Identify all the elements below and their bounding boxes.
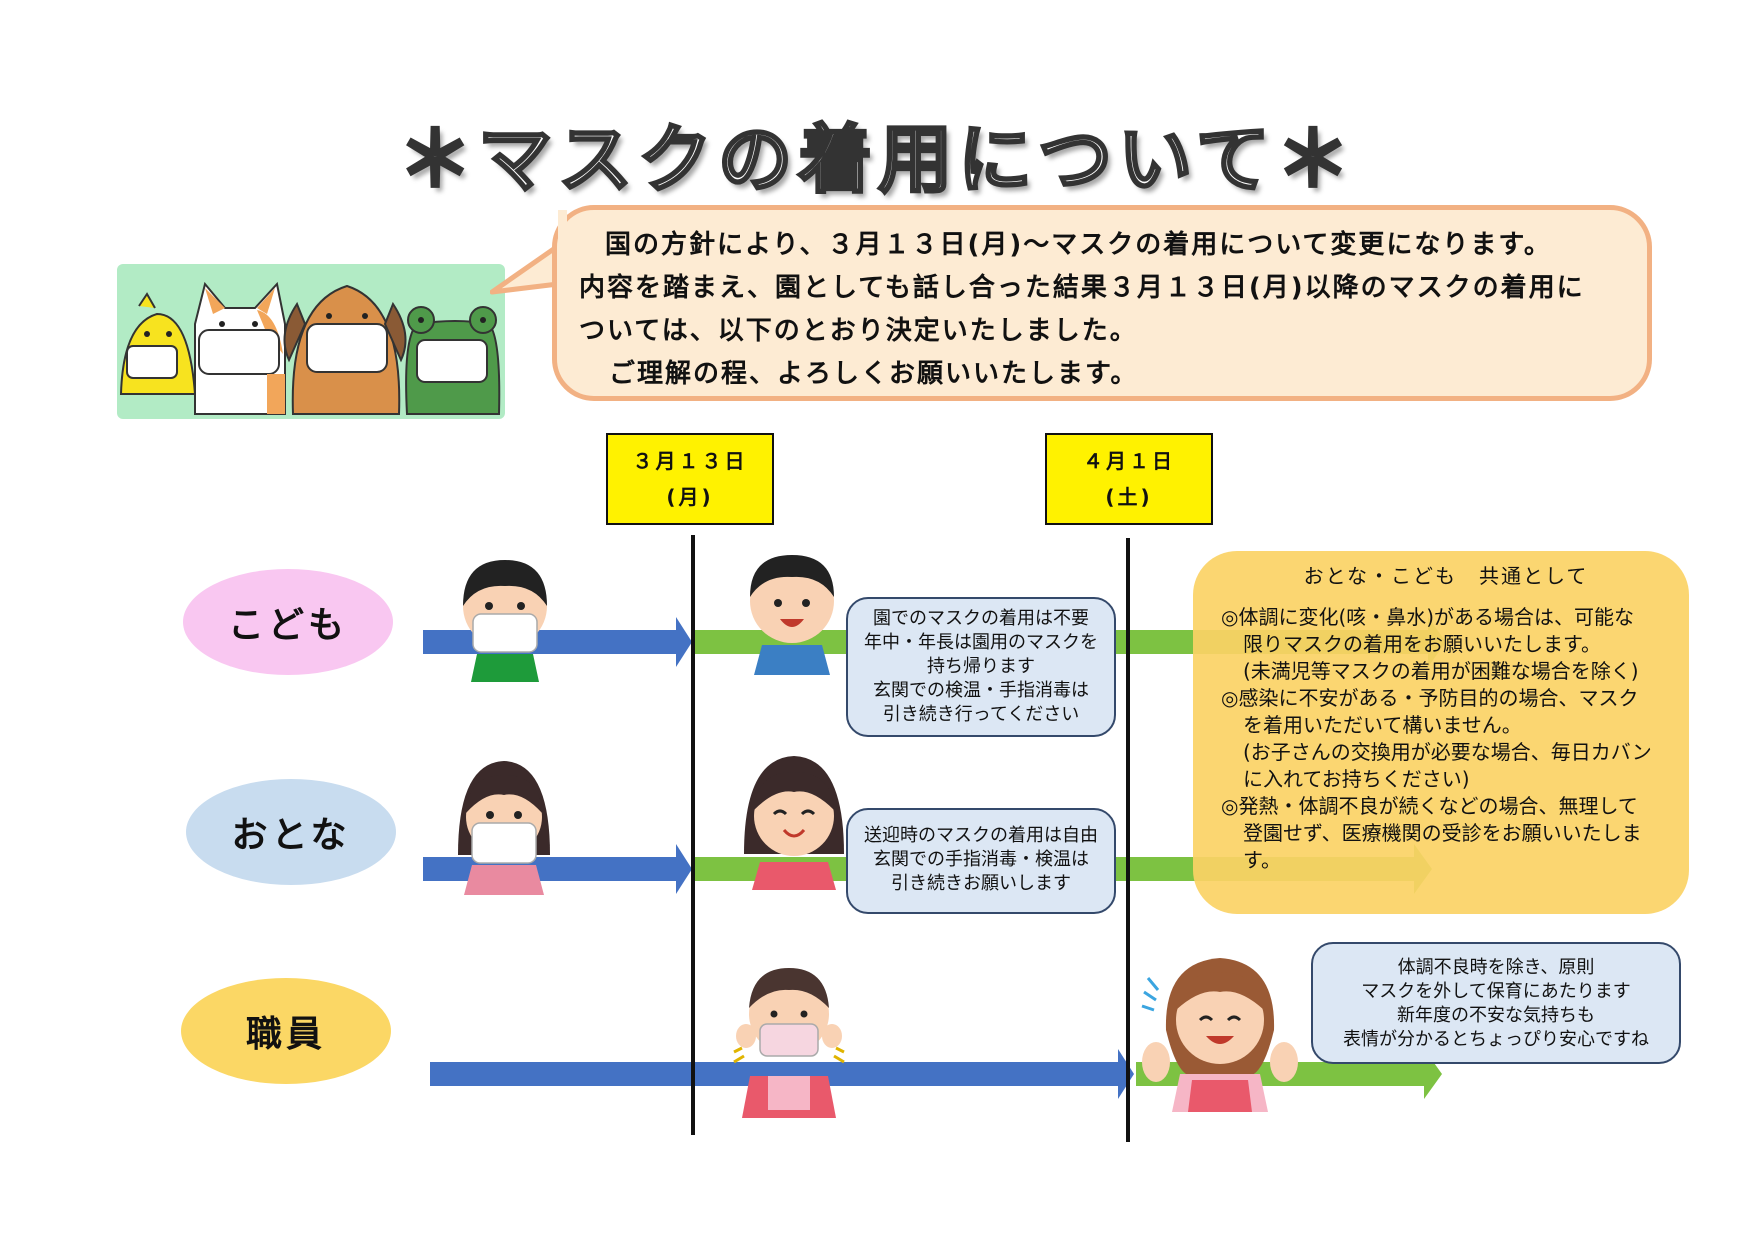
intro-line: 国の方針により、３月１３日(月)～マスクの着用について変更になります。: [605, 230, 1552, 260]
common-line: ◎体調に変化(咳・鼻水)がある場合は、可能な: [1221, 605, 1635, 629]
common-line: (未満児等マスクの着用が困難な場合を除く): [1243, 659, 1639, 683]
bubble-tail-joint: [558, 210, 567, 270]
intro-line: ご理解の程、よろしくお願いいたします。: [609, 359, 1139, 389]
note-line: 送迎時のマスクの着用は自由: [864, 825, 1098, 846]
page-title: ＊マスクの着用について＊: [397, 116, 1356, 205]
date-box-apr1: ４月１日 (土): [1045, 433, 1213, 525]
cat-icon: [194, 281, 286, 415]
common-guidelines-box: おとな・こども 共通として ◎体調に変化(咳・鼻水)がある場合は、可能な 限りマ…: [1193, 551, 1689, 914]
note-line: 園でのマスクの着用は不要: [873, 608, 1089, 629]
dog-icon: [283, 284, 407, 415]
day-text: (月): [666, 485, 714, 509]
note-line: 引き続きお願いします: [891, 873, 1071, 894]
note-line: マスクを外して保育にあたります: [1361, 981, 1631, 1002]
note-line: 新年度の不安な気持ちも: [1397, 1005, 1595, 1026]
common-line: ◎感染に不安がある・予防目的の場合、マスク: [1221, 686, 1639, 710]
staff-removing-mask-icon: [733, 968, 845, 1118]
kodomo-before-arrow: [423, 617, 692, 667]
row-label-kodomo: こども: [183, 569, 393, 675]
date-text: ３月１３日: [632, 449, 748, 473]
timeline-line-mar13: [691, 535, 695, 1135]
adult-smiling-icon: [744, 756, 844, 890]
adult-masked-icon: [458, 761, 550, 895]
common-line: を着用いただいて構いません。: [1243, 713, 1522, 737]
intro-line: ついては、以下のとおり決定いたしました。: [579, 316, 1138, 346]
common-line: ◎発熱・体調不良が続くなどの場合、無理して: [1221, 794, 1638, 818]
timeline-line-apr1: [1126, 538, 1130, 1142]
note-line: 持ち帰ります: [927, 656, 1035, 677]
frog-icon: [405, 306, 501, 415]
note-shokuin: 体調不良時を除き、原則 マスクを外して保育にあたります 新年度の不安な気持ちも …: [1311, 942, 1681, 1064]
day-text: (土): [1105, 485, 1153, 509]
staff-waving-icon: [1141, 958, 1298, 1112]
speech-bubble-tail: [490, 244, 560, 295]
chick-icon: [119, 292, 197, 395]
common-line: す。: [1243, 848, 1281, 872]
common-line: 登園せず、医療機関の受診をお願いいたしま: [1243, 821, 1642, 845]
row-label-shokuin: 職員: [181, 978, 391, 1084]
row-label-otona: おとな: [186, 779, 396, 885]
note-line: 玄関での手指消毒・検温は: [873, 849, 1089, 870]
note-line: 年中・年長は園用のマスクを: [864, 632, 1098, 653]
common-line: 限りマスクの着用をお願いいたします。: [1243, 632, 1601, 656]
common-line: に入れてお持ちください): [1243, 767, 1470, 791]
date-box-mar13: ３月１３日 (月): [606, 433, 774, 525]
note-line: 玄関での検温・手指消毒は: [873, 680, 1089, 701]
note-kodomo: 園でのマスクの着用は不要 年中・年長は園用のマスクを 持ち帰ります 玄関での検温…: [846, 597, 1116, 737]
common-line: (お子さんの交換用が必要な場合、毎日カバン: [1243, 740, 1652, 764]
note-line: 表情が分かるとちょっぴり安心ですね: [1343, 1029, 1649, 1050]
date-text: ４月１日: [1083, 449, 1175, 473]
intro-speech-bubble: 国の方針により、３月１３日(月)～マスクの着用について変更になります。 内容を踏…: [552, 205, 1652, 401]
common-item: ◎感染に不安がある・予防目的の場合、マスク を着用いただいて構いません。 (お子…: [1221, 685, 1671, 793]
child-smiling-icon: [750, 555, 834, 675]
note-line: 引き続き行ってください: [882, 704, 1080, 725]
note-otona: 送迎時のマスクの着用は自由 玄関での手指消毒・検温は 引き続きお願いします: [846, 808, 1116, 914]
child-masked-icon: [463, 560, 547, 682]
otona-before-arrow: [423, 844, 692, 894]
note-line: 体調不良時を除き、原則: [1397, 957, 1595, 978]
common-item: ◎体調に変化(咳・鼻水)がある場合は、可能な 限りマスクの着用をお願いいたします…: [1221, 604, 1671, 685]
intro-line: 内容を踏まえ、園としても話し合った結果３月１３日(月)以降のマスクの着用に: [579, 273, 1585, 303]
common-item: ◎発熱・体調不良が続くなどの場合、無理して 登園せず、医療機関の受診をお願いいた…: [1221, 793, 1671, 874]
masked-animals-illustration: [117, 264, 505, 419]
common-title: おとな・こども 共通として: [1303, 564, 1589, 588]
